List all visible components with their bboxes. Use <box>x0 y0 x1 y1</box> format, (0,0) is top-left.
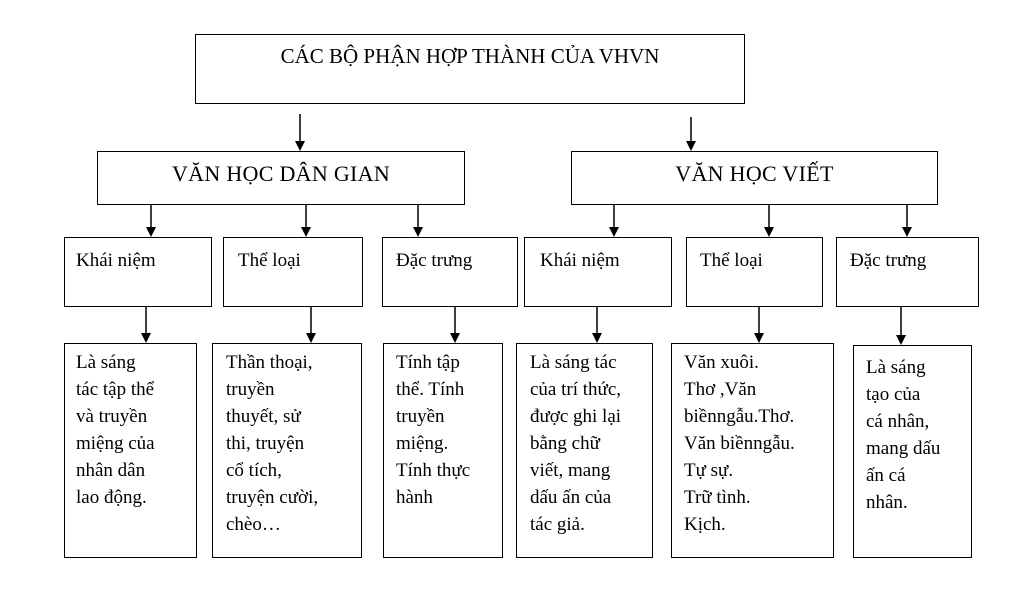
content-text-written-trait: Là sáng tạo của cá nhân, mang dấu ấn cá … <box>866 357 941 513</box>
header-box-folk-genre <box>223 237 363 307</box>
content-box-written-genre <box>671 343 834 558</box>
content-text-written-genre: Văn xuôi. Thơ ,Văn biềnngẫu.Thơ. Văn biề… <box>684 352 795 535</box>
header-label-written-concept: Khái niệm <box>540 250 620 271</box>
content-box-written-trait <box>853 345 972 558</box>
header-label-folk-concept: Khái niệm <box>76 250 156 271</box>
header-box-folk-concept <box>64 237 212 307</box>
header-label-written-genre: Thể loại <box>700 250 763 271</box>
content-box-folk-trait <box>383 343 503 558</box>
branch-box-folk <box>97 151 465 205</box>
header-label-folk-genre: Thể loại <box>238 250 301 271</box>
content-text-folk-concept: Là sáng tác tập thể và truyền miệng của … <box>76 352 155 508</box>
header-box-folk-trait <box>382 237 518 307</box>
branch-label-folk: VĂN HỌC DÂN GIAN <box>171 161 391 186</box>
branch-box-written <box>571 151 938 205</box>
header-label-written-trait: Đặc trưng <box>850 250 927 271</box>
content-box-folk-genre <box>212 343 362 558</box>
content-text-folk-trait: Tính tập thể. Tính truyền miệng. Tính th… <box>396 352 471 508</box>
header-box-written-concept <box>524 237 672 307</box>
header-label-folk-trait: Đặc trưng <box>396 250 473 271</box>
title-box <box>195 34 745 104</box>
content-box-written-concept <box>516 343 653 558</box>
content-box-folk-concept <box>64 343 197 558</box>
header-box-written-genre <box>686 237 823 307</box>
header-box-written-trait <box>836 237 979 307</box>
branch-label-written: VĂN HỌC VIẾT <box>675 161 834 186</box>
content-text-folk-genre: Thần thoại, truyền thuyết, sử thi, truyệ… <box>226 352 319 535</box>
content-text-written-concept: Là sáng tác của trí thức, được ghi lại b… <box>530 352 622 535</box>
diagram-title: CÁC BỘ PHẬN HỢP THÀNH CỦA VHVN <box>280 44 660 68</box>
